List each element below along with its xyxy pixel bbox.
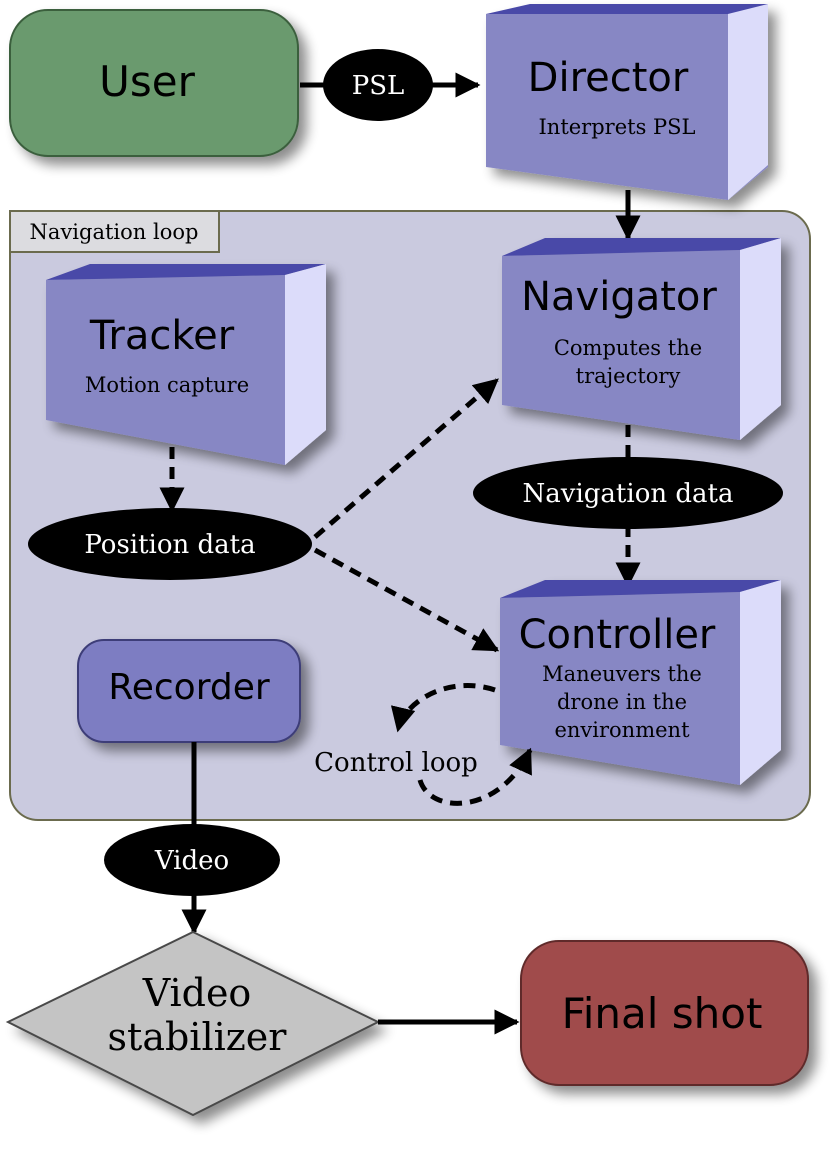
psl-data-badge — [323, 49, 433, 121]
controller-description-line1: Maneuvers the — [542, 662, 702, 686]
director-title: Director — [528, 55, 689, 101]
tracker-node — [46, 264, 326, 465]
controller-description-line2: drone in the — [557, 690, 687, 714]
navigation-loop-label-box — [9, 210, 220, 253]
control-loop-arrow-top — [390, 683, 496, 733]
navigator-title: Navigator — [521, 274, 717, 320]
final-shot-node — [520, 940, 809, 1086]
position-to-controller-arrow — [313, 547, 500, 653]
final-shot-label: Final shot — [562, 989, 763, 1038]
control-loop-label: Control loop — [314, 748, 478, 778]
psl-label: PSL — [352, 71, 405, 101]
recorder-node — [77, 639, 301, 743]
director-description: Interprets PSL — [539, 115, 696, 139]
recorder-label: Recorder — [108, 667, 270, 708]
video-stabilizer-line1: Video — [142, 971, 252, 1015]
navigator-node — [502, 238, 781, 440]
controller-title: Controller — [519, 612, 716, 658]
video-stabilizer-node — [5, 930, 381, 1117]
video-stabilizer-line2: stabilizer — [108, 1015, 288, 1059]
position-to-navigator-arrow — [313, 378, 499, 539]
director-node — [486, 4, 768, 200]
navigation-data-label: Navigation data — [523, 479, 734, 509]
navigator-description-line2: trajectory — [576, 364, 681, 388]
position-data-badge — [28, 508, 312, 580]
user-node — [9, 9, 299, 157]
control-loop-label-bg — [296, 741, 498, 779]
video-data-badge — [104, 824, 280, 896]
user-label: User — [99, 57, 195, 106]
navigation-data-badge — [473, 457, 783, 529]
position-data-label: Position data — [84, 530, 255, 560]
video-data-label: Video — [154, 846, 229, 876]
navigation-loop-label: Navigation loop — [30, 220, 199, 244]
tracker-description: Motion capture — [85, 373, 249, 397]
tracker-title: Tracker — [89, 313, 235, 359]
navigator-description-line1: Computes the — [554, 336, 702, 360]
controller-description-line3: environment — [554, 718, 690, 742]
controller-node — [500, 580, 781, 785]
